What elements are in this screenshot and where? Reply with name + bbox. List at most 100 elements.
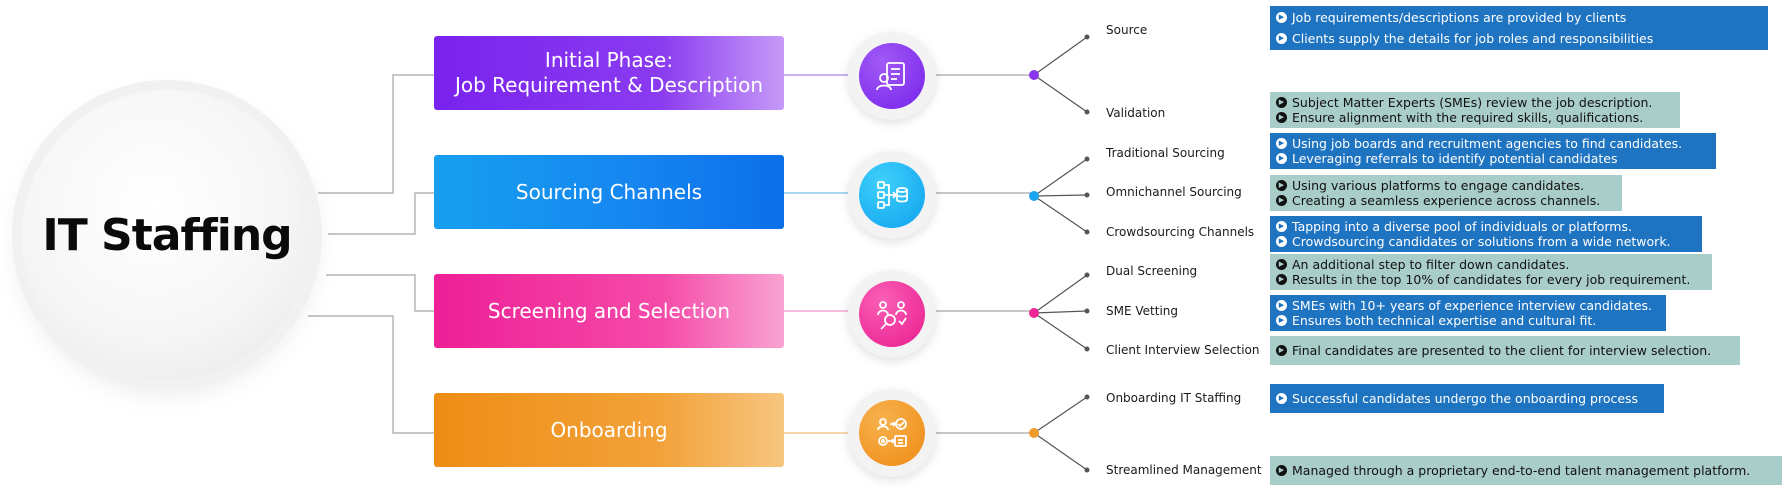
arrow-bullet-icon: ▶: [1276, 300, 1287, 311]
desc-text: Final candidates are presented to the cl…: [1292, 343, 1712, 358]
desc-box-onboarding-it-staffing: ▶ Successful candidates undergo the onboa…: [1270, 384, 1664, 413]
phase-box-initial: Initial Phase: Job Requirement & Descrip…: [434, 36, 784, 110]
branch-source: [1033, 36, 1088, 76]
desc-text: Results in the top 10% of candidates for…: [1292, 272, 1691, 287]
end-dot: [1084, 308, 1090, 314]
end-dot: [1084, 34, 1090, 40]
branch-dual-screening: [1033, 274, 1088, 314]
branch-omnichannel-sourcing: [1033, 194, 1088, 197]
branch-validation: [1033, 74, 1088, 113]
desc-text: Job requirements/descriptions are provid…: [1292, 10, 1627, 25]
item-label-traditional-sourcing: Traditional Sourcing: [1106, 146, 1225, 160]
trunk-line-2: [328, 192, 434, 235]
end-dot: [1084, 109, 1090, 115]
desc-box-client-interview-selection: ▶ Final candidates are presented to the c…: [1270, 336, 1740, 365]
hub-node-2: [1029, 191, 1039, 201]
desc-text: Tapping into a diverse pool of individua…: [1292, 219, 1632, 234]
desc-text: Successful candidates undergo the onboar…: [1292, 391, 1639, 406]
branch-crowdsourcing-channels: [1033, 195, 1088, 233]
item-label-client-interview-selection: Client Interview Selection: [1106, 343, 1260, 357]
item-label-streamlined-management: Streamlined Management: [1106, 463, 1262, 477]
phase-title: Initial Phase: Job Requirement & Descrip…: [454, 48, 764, 97]
end-dot: [1084, 467, 1090, 473]
desc-text: Clients supply the details for job roles…: [1292, 31, 1654, 46]
arrow-bullet-icon: ▶: [1276, 465, 1287, 476]
desc-box-dual-screening: ▶ An additional step to filter down candi…: [1270, 254, 1712, 290]
branch-onboarding: [1033, 396, 1088, 434]
end-dot: [1084, 229, 1090, 235]
arrow-bullet-icon: ▶: [1276, 138, 1287, 149]
phase-icon-circle-1: [848, 32, 936, 120]
branch-traditional-sourcing: [1033, 158, 1088, 197]
item-label-source: Source: [1106, 23, 1148, 37]
desc-box-streamlined-management: ▶ Managed through a proprietary end-to-en…: [1270, 456, 1782, 485]
end-dot: [1084, 272, 1090, 278]
phase-icon-circle-3: [848, 270, 936, 358]
arrow-bullet-icon: ▶: [1276, 153, 1287, 164]
arrow-bullet-icon: ▶: [1276, 393, 1287, 404]
item-label-sme-vetting: SME Vetting: [1106, 304, 1178, 318]
desc-box-crowdsourcing-channels: ▶ Tapping into a diverse pool of individu…: [1270, 216, 1702, 252]
trunk-line-4: [308, 315, 434, 434]
phase-icon-circle-4: [848, 389, 936, 477]
end-dot: [1084, 346, 1090, 352]
arrow-bullet-icon: ▶: [1276, 315, 1287, 326]
phase-box-screening: Screening and Selection: [434, 274, 784, 348]
arrow-bullet-icon: ▶: [1276, 236, 1287, 247]
branch-client-interview: [1033, 312, 1088, 350]
desc-text: Managed through a proprietary end-to-end…: [1292, 463, 1751, 478]
arrow-bullet-icon: ▶: [1276, 33, 1287, 44]
desc-box-traditional-sourcing: ▶ Using job boards and recruitment agenci…: [1270, 133, 1716, 169]
desc-text: Using various platforms to engage candid…: [1292, 178, 1585, 193]
item-label-crowdsourcing-channels: Crowdsourcing Channels: [1106, 225, 1255, 239]
desc-text: Subject Matter Experts (SMEs) review the…: [1292, 95, 1653, 110]
arrow-bullet-icon: ▶: [1276, 180, 1287, 191]
desc-box-omnichannel-sourcing: ▶ Using various platforms to engage candi…: [1270, 175, 1622, 211]
trunk-line-3: [326, 274, 434, 312]
phase-title: Screening and Selection: [487, 298, 731, 323]
phase-icon-circle-2: [848, 151, 936, 239]
desc-text: Creating a seamless experience across ch…: [1292, 193, 1601, 208]
arrow-bullet-icon: ▶: [1276, 221, 1287, 232]
hub-node-3: [1029, 308, 1039, 318]
hub-node-1: [1029, 70, 1039, 80]
arrow-bullet-icon: ▶: [1276, 97, 1287, 108]
data-flow-icon: [859, 162, 925, 228]
candidate-search-icon: [859, 281, 925, 347]
hub-node-4: [1029, 428, 1039, 438]
desc-text: Leveraging referrals to identify potenti…: [1292, 151, 1618, 166]
desc-box-validation: ▶ Subject Matter Experts (SMEs) review th…: [1270, 92, 1680, 128]
it-staffing-hub: IT Staffing: [22, 90, 312, 380]
phase-box-onboarding: Onboarding: [434, 393, 784, 467]
arrow-bullet-icon: ▶: [1276, 259, 1287, 270]
arrow-bullet-icon: ▶: [1276, 345, 1287, 356]
end-dot: [1084, 156, 1090, 162]
desc-text: Crowdsourcing candidates or solutions fr…: [1292, 234, 1671, 249]
desc-text: An additional step to filter down candid…: [1292, 257, 1570, 272]
arrow-bullet-icon: ▶: [1276, 112, 1287, 123]
phase-title: Onboarding: [550, 417, 668, 442]
item-label-onboarding-it-staffing: Onboarding IT Staffing: [1106, 391, 1242, 405]
end-dot: [1084, 394, 1090, 400]
arrow-bullet-icon: ▶: [1276, 274, 1287, 285]
desc-text: Using job boards and recruitment agencie…: [1292, 136, 1683, 151]
item-label-dual-screening: Dual Screening: [1106, 264, 1198, 278]
desc-box-sme-vetting: ▶ SMEs with 10+ years of experience inter…: [1270, 295, 1666, 331]
item-label-omnichannel-sourcing: Omnichannel Sourcing: [1106, 185, 1242, 199]
branch-streamlined-management: [1033, 432, 1088, 471]
arrow-bullet-icon: ▶: [1276, 12, 1287, 23]
phase-box-sourcing: Sourcing Channels: [434, 155, 784, 229]
desc-text: Ensures both technical expertise and cul…: [1292, 313, 1597, 328]
arrow-bullet-icon: ▶: [1276, 195, 1287, 206]
phase-title: Sourcing Channels: [515, 179, 703, 204]
desc-text: Ensure alignment with the required skill…: [1292, 110, 1644, 125]
onboarding-workflow-icon: [859, 400, 925, 466]
job-description-icon: [859, 43, 925, 109]
main-title: IT Staffing: [42, 209, 292, 261]
desc-text: SMEs with 10+ years of experience interv…: [1292, 298, 1653, 313]
item-label-validation: Validation: [1106, 106, 1166, 120]
end-dot: [1084, 192, 1090, 198]
trunk-line-1: [318, 74, 434, 194]
branch-sme-vetting: [1033, 310, 1088, 314]
